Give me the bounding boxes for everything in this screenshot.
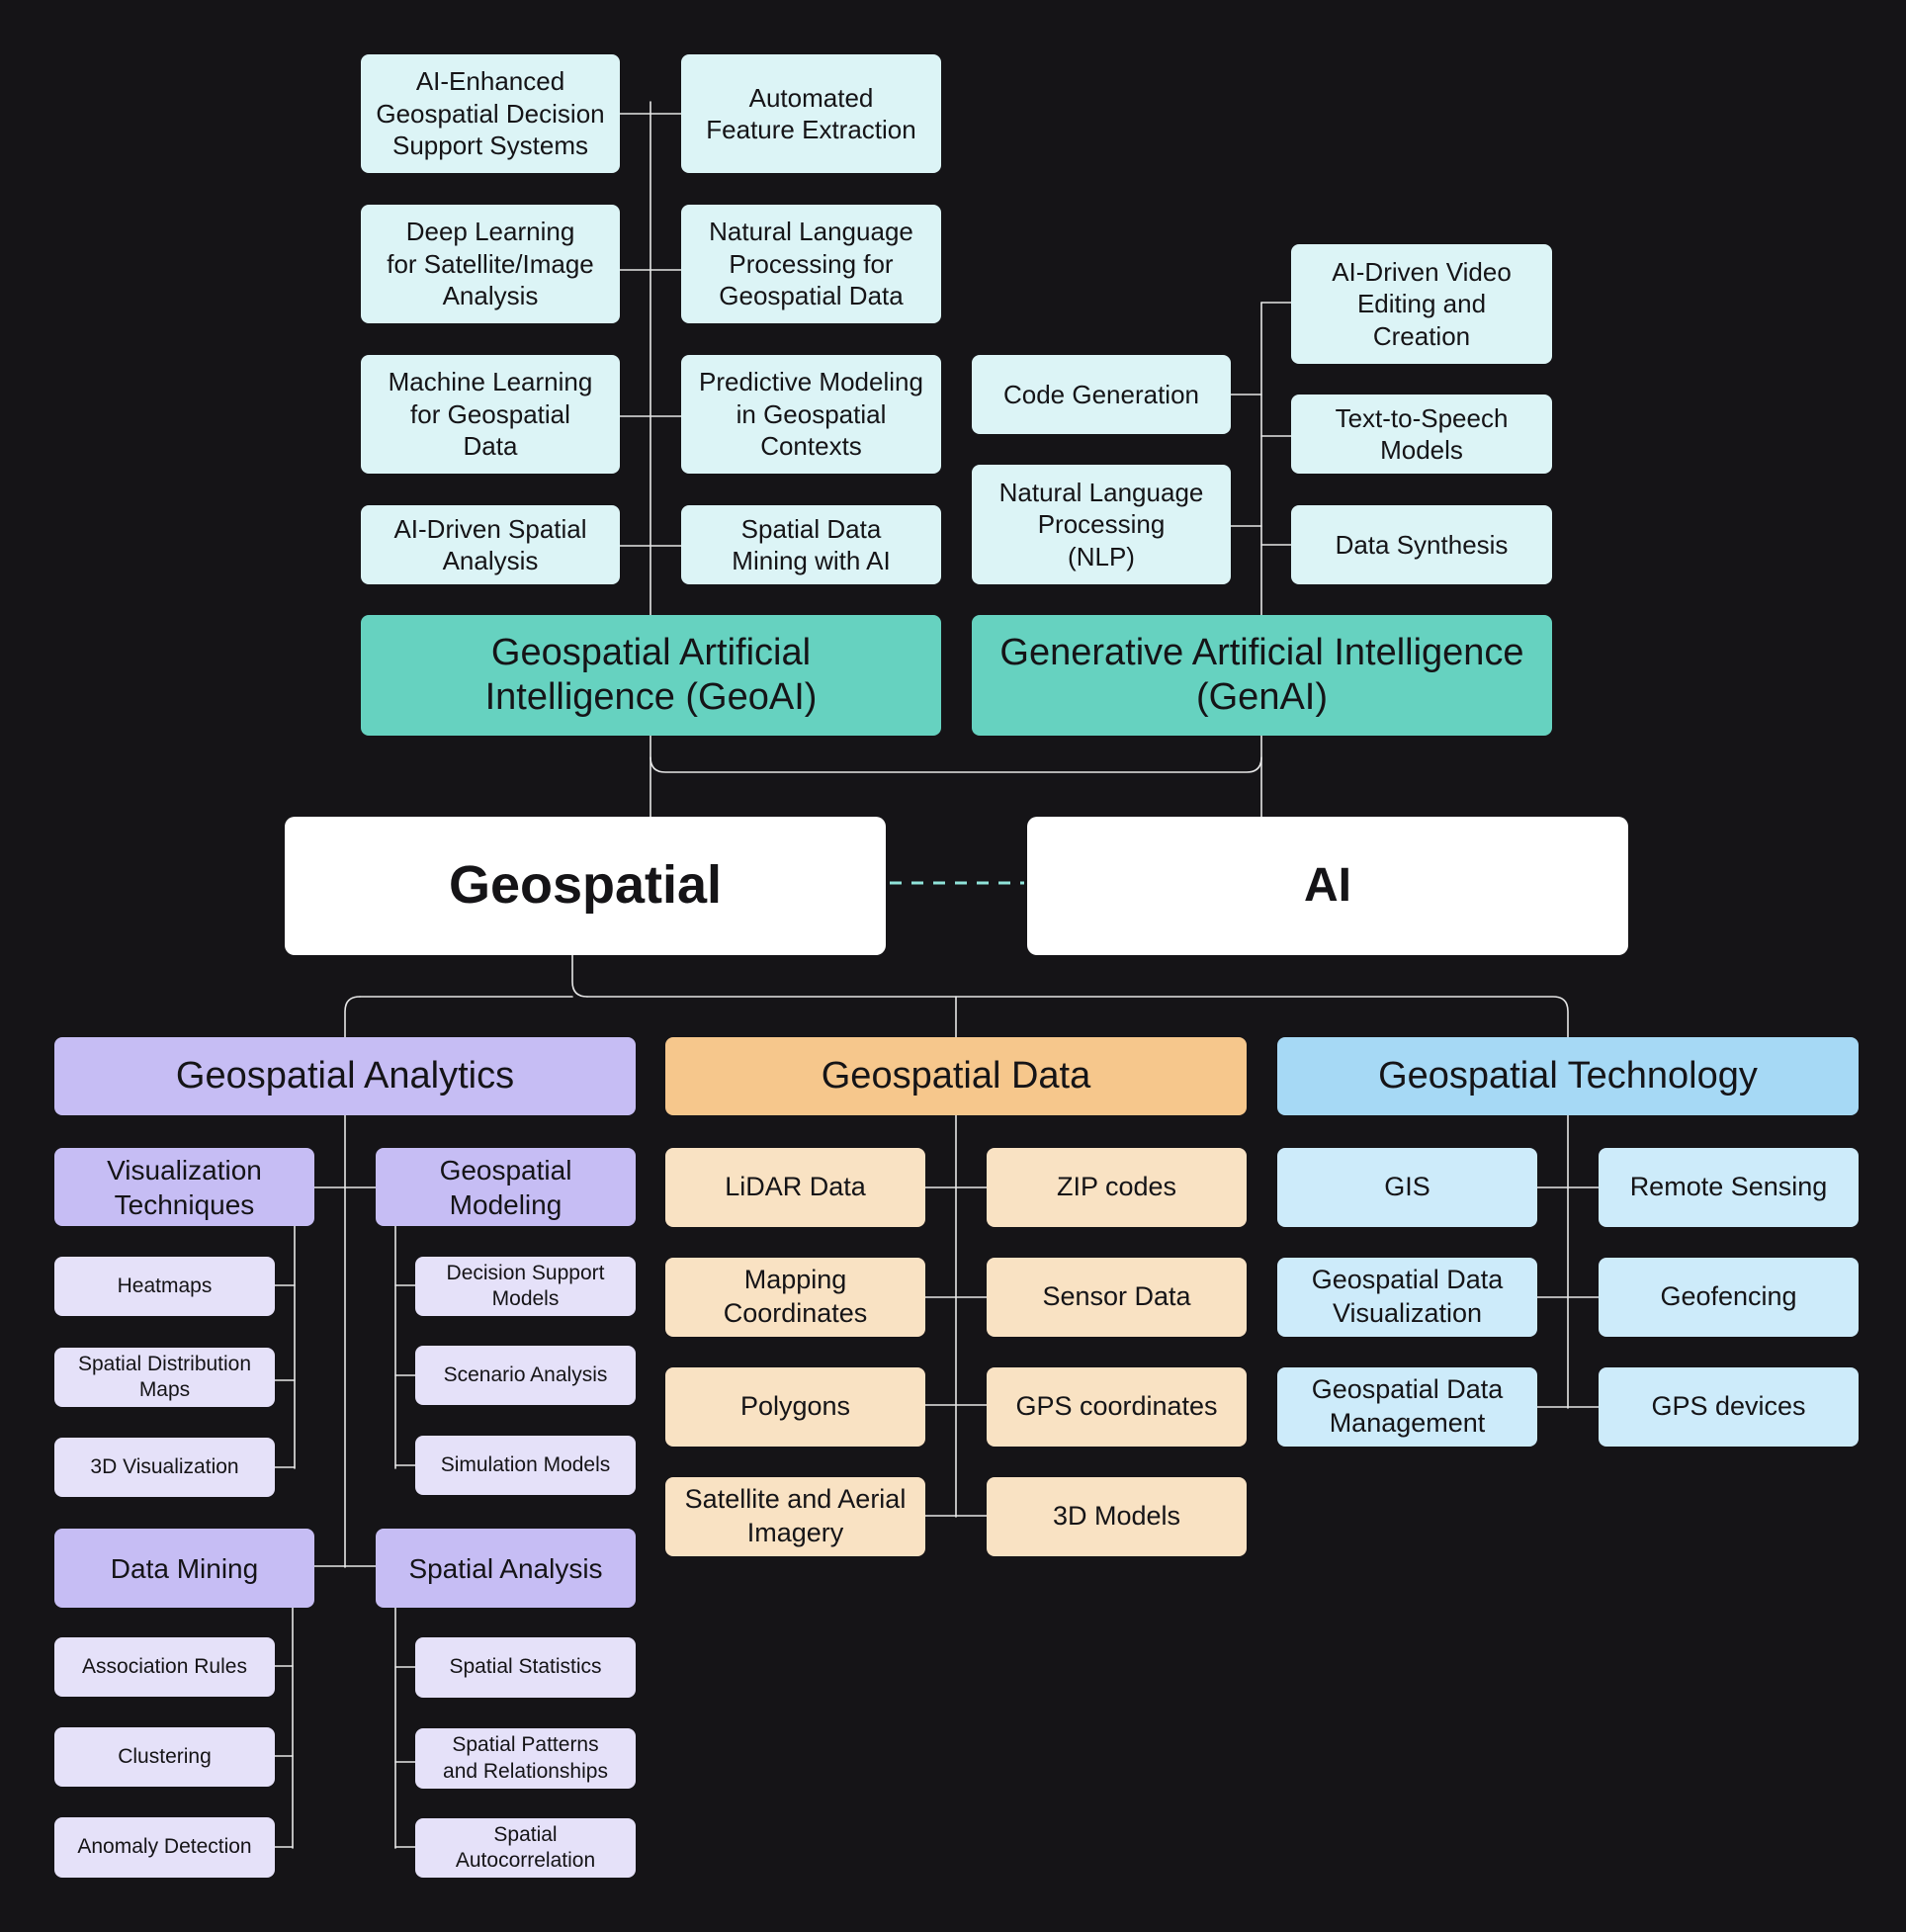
spatial-distribution-maps: Spatial Distribution Maps [54,1348,275,1407]
decision-support-models: Decision Support Models [415,1257,636,1316]
anomaly-detection: Anomaly Detection [54,1817,275,1878]
geoai-item-predictive-modeling: Predictive Modeling in Geospatial Contex… [681,355,941,474]
technology-title: Geospatial Technology [1277,1037,1859,1115]
ai-root: AI [1027,817,1628,955]
geospatial-modeling: Geospatial Modeling [376,1148,636,1226]
spatial-autocorrelation: Spatial Autocorrelation [415,1818,636,1878]
geoai-item-nlp-geospatial: Natural Language Processing for Geospati… [681,205,941,323]
clustering: Clustering [54,1727,275,1787]
lidar-data: LiDAR Data [665,1148,925,1227]
geoai-title: Geospatial Artificial Intelligence (GeoA… [361,615,941,736]
heatmaps: Heatmaps [54,1257,275,1316]
zip-codes: ZIP codes [987,1148,1247,1227]
geofencing: Geofencing [1599,1258,1859,1337]
spatial-statistics: Spatial Statistics [415,1637,636,1698]
3d-visualization: 3D Visualization [54,1438,275,1497]
gis: GIS [1277,1148,1537,1227]
genai-item-data-synthesis: Data Synthesis [1291,505,1552,584]
geospatial-root: Geospatial [285,817,886,955]
spatial-patterns: Spatial Patterns and Relationships [415,1728,636,1789]
genai-title: Generative Artificial Intelligence (GenA… [972,615,1552,736]
genai-item-video-editing: AI-Driven Video Editing and Creation [1291,244,1552,364]
simulation-models: Simulation Models [415,1436,636,1495]
visualization-techniques: Visualization Techniques [54,1148,314,1226]
geoai-item-machine-learning: Machine Learning for Geospatial Data [361,355,620,474]
genai-item-nlp: Natural Language Processing (NLP) [972,465,1231,584]
geoai-item-deep-learning: Deep Learning for Satellite/Image Analys… [361,205,620,323]
3d-models: 3D Models [987,1477,1247,1556]
genai-item-text-to-speech: Text-to-Speech Models [1291,395,1552,474]
geoai-item-decision-support: AI-Enhanced Geospatial Decision Support … [361,54,620,173]
scenario-analysis: Scenario Analysis [415,1346,636,1405]
gps-devices: GPS devices [1599,1367,1859,1447]
geoai-item-data-mining: Spatial Data Mining with AI [681,505,941,584]
geospatial-data-management: Geospatial Data Management [1277,1367,1537,1447]
analytics-title: Geospatial Analytics [54,1037,636,1115]
genai-item-code-generation: Code Generation [972,355,1231,434]
polygons: Polygons [665,1367,925,1447]
geoai-item-feature-extraction: Automated Feature Extraction [681,54,941,173]
remote-sensing: Remote Sensing [1599,1148,1859,1227]
geoai-item-spatial-analysis: AI-Driven Spatial Analysis [361,505,620,584]
data-title: Geospatial Data [665,1037,1247,1115]
geospatial-data-visualization: Geospatial Data Visualization [1277,1258,1537,1337]
association-rules: Association Rules [54,1637,275,1697]
gps-coordinates: GPS coordinates [987,1367,1247,1447]
mapping-coordinates: Mapping Coordinates [665,1258,925,1337]
data-mining: Data Mining [54,1529,314,1608]
satellite-imagery: Satellite and Aerial Imagery [665,1477,925,1556]
sensor-data: Sensor Data [987,1258,1247,1337]
spatial-analysis: Spatial Analysis [376,1529,636,1608]
